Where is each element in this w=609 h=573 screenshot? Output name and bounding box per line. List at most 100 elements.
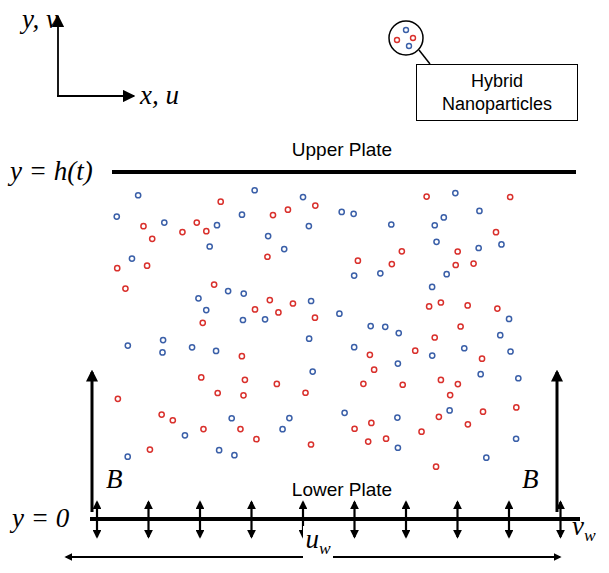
particle	[115, 396, 120, 401]
particle	[455, 249, 460, 254]
nanoparticles	[114, 188, 521, 470]
particle	[214, 223, 219, 228]
particle	[465, 303, 470, 308]
particle	[242, 377, 247, 382]
diagram-label: Lower Plate	[292, 480, 392, 499]
particle	[438, 377, 443, 382]
particle	[419, 429, 424, 434]
particle	[508, 349, 513, 354]
particle	[308, 298, 313, 303]
particle	[141, 224, 146, 229]
magnetic-field-arrow	[556, 372, 559, 512]
particle	[498, 333, 503, 338]
particle	[395, 415, 400, 420]
particle	[215, 390, 220, 395]
legend-box: Hybrid Nanoparticles	[416, 64, 578, 121]
particle	[514, 405, 519, 410]
particle	[241, 393, 246, 398]
particle	[436, 414, 441, 419]
particle	[404, 28, 409, 33]
particle	[194, 220, 199, 225]
particle	[267, 298, 272, 303]
particle	[144, 263, 149, 268]
particle	[395, 445, 400, 450]
particle	[400, 382, 405, 387]
box-label: Hybrid Nanoparticles	[432, 70, 562, 115]
diagram-label: Upper Plate	[292, 140, 392, 159]
particle	[300, 194, 305, 199]
particle	[480, 409, 485, 414]
zoom-circle	[389, 21, 423, 55]
particle	[274, 381, 279, 386]
particle	[352, 345, 357, 350]
wall-arrow	[559, 502, 561, 537]
particle	[506, 316, 511, 321]
particle	[182, 433, 187, 438]
particle	[427, 304, 432, 309]
particle	[396, 330, 401, 335]
particle	[129, 256, 134, 261]
particle	[226, 289, 231, 294]
particle	[265, 254, 270, 259]
wall-arrow	[147, 502, 149, 537]
particle	[254, 437, 259, 442]
particle	[240, 317, 245, 322]
upper-plate	[112, 170, 576, 174]
particle	[201, 427, 206, 432]
particle	[484, 455, 489, 460]
particle	[285, 207, 290, 212]
particle	[303, 390, 308, 395]
particle	[516, 376, 521, 381]
diagram-label: x, u	[140, 82, 179, 109]
particle	[262, 317, 267, 322]
wall-arrow	[96, 502, 98, 537]
particle	[478, 372, 483, 377]
particle	[395, 38, 400, 43]
particle	[441, 215, 446, 220]
particle	[368, 323, 373, 328]
diagram-label: B	[106, 466, 123, 493]
particle	[218, 199, 223, 204]
particle	[434, 239, 439, 244]
particle	[200, 320, 205, 325]
particle	[239, 212, 244, 217]
particle	[252, 188, 257, 193]
wall-arrow	[353, 502, 355, 537]
particle	[448, 392, 453, 397]
particle	[389, 222, 394, 227]
particle	[204, 229, 209, 234]
particle	[310, 369, 315, 374]
particle	[455, 381, 460, 386]
particle	[207, 244, 212, 249]
particle	[395, 361, 400, 366]
particle	[413, 348, 418, 353]
particle	[424, 194, 429, 199]
particle	[280, 427, 285, 432]
particle	[308, 442, 313, 447]
particle	[383, 436, 388, 441]
particle	[352, 426, 357, 431]
wall-arrow	[456, 502, 458, 537]
particle	[399, 249, 404, 254]
particle	[196, 296, 201, 301]
particle	[479, 356, 484, 361]
wall-arrow	[199, 502, 201, 537]
particle	[266, 233, 271, 238]
particle	[342, 410, 347, 415]
diagram-label: y = 0	[12, 505, 69, 532]
particle	[313, 203, 318, 208]
wall-arrow	[508, 502, 510, 537]
particle	[508, 194, 513, 199]
x-axis	[57, 95, 134, 97]
particle	[162, 220, 167, 225]
particle	[366, 439, 371, 444]
diagram-label: B	[522, 466, 539, 493]
particle	[355, 258, 360, 263]
magnetic-field-arrow	[91, 372, 94, 512]
particle	[189, 345, 194, 350]
particle	[458, 324, 463, 329]
particle	[430, 353, 435, 358]
particle	[465, 422, 470, 427]
particle	[114, 214, 119, 219]
